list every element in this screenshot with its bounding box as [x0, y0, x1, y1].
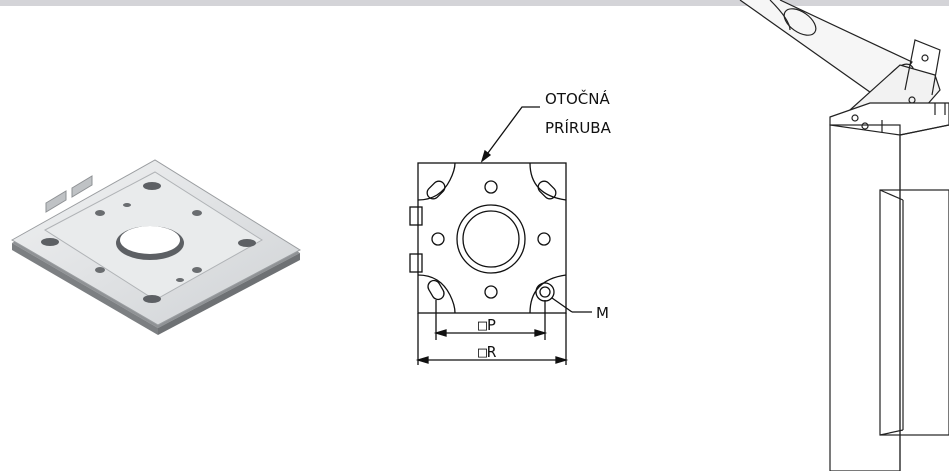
hole-label-m: M — [596, 304, 609, 322]
callout-label-line1: OTOČNÁ — [545, 89, 610, 108]
flange-plate-3d-view — [10, 159, 302, 335]
dimension-label-p: □P — [478, 316, 496, 334]
top-bar — [0, 0, 949, 6]
dimension-label-r: □R — [478, 343, 497, 361]
callout-label-line2: PRÍRUBA — [545, 118, 612, 137]
mast-assembly-drawing — [739, 0, 949, 471]
flange-technical-drawing — [409, 106, 592, 365]
